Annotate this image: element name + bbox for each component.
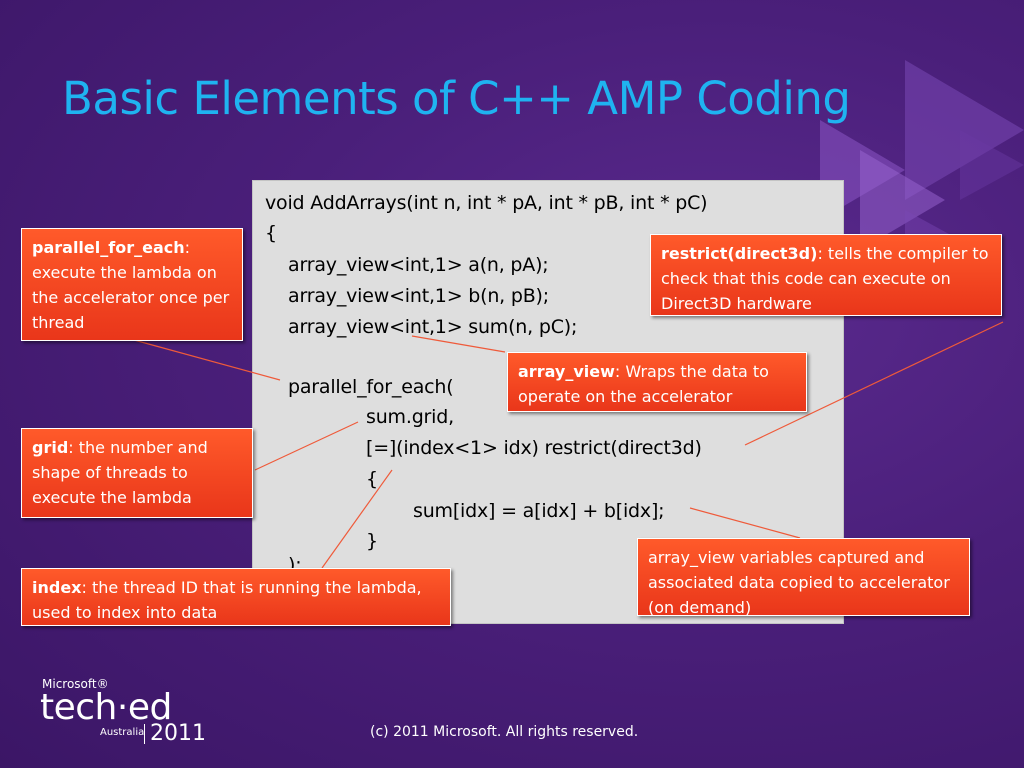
code-line: array_view<int,1> b(n, pB); bbox=[288, 285, 549, 307]
callout-text: array_view variables captured and associ… bbox=[648, 548, 950, 617]
code-line: array_view<int,1> sum(n, pC); bbox=[288, 316, 578, 338]
callout-text: : tells the compiler to check that this … bbox=[661, 244, 989, 313]
callout-term: index bbox=[32, 578, 82, 597]
code-line: } bbox=[366, 530, 378, 552]
logo-company: Microsoft® bbox=[42, 677, 109, 691]
copyright-footer: (c) 2011 Microsoft. All rights reserved. bbox=[370, 724, 639, 740]
callout-restrict-direct3d: restrict(direct3d): tells the compiler t… bbox=[650, 234, 1002, 316]
code-line: [=](index<1> idx) restrict(direct3d) bbox=[366, 437, 702, 459]
logo-event: tech·ed bbox=[40, 687, 172, 728]
callout-text: : execute the lambda on the accelerator … bbox=[32, 238, 230, 332]
callout-text: : the thread ID that is running the lamb… bbox=[32, 578, 422, 622]
slide-title: Basic Elements of C++ AMP Coding bbox=[62, 72, 851, 125]
code-line: { bbox=[265, 222, 277, 244]
callout-term: grid bbox=[32, 438, 69, 457]
callout-text: : Wraps the data to operate on the accel… bbox=[518, 362, 769, 406]
callout-term: array_view bbox=[518, 362, 615, 381]
code-line: sum.grid, bbox=[366, 406, 454, 428]
callout-parallel-for-each: parallel_for_each: execute the lambda on… bbox=[21, 228, 243, 341]
code-line: parallel_for_each( bbox=[288, 376, 454, 398]
callout-term: restrict(direct3d) bbox=[661, 244, 818, 263]
callout-grid: grid: the number and shape of threads to… bbox=[21, 428, 253, 518]
code-line: void AddArrays(int n, int * pA, int * pB… bbox=[265, 192, 708, 214]
callout-term: parallel_for_each bbox=[32, 238, 185, 257]
callout-array-view: array_view: Wraps the data to operate on… bbox=[507, 352, 807, 412]
callout-captured-variables: array_view variables captured and associ… bbox=[637, 538, 970, 617]
logo-divider bbox=[144, 724, 145, 744]
code-line: sum[idx] = a[idx] + b[idx]; bbox=[413, 500, 665, 522]
logo-year: 2011 bbox=[150, 721, 206, 746]
code-line: { bbox=[366, 468, 378, 490]
code-line: array_view<int,1> a(n, pA); bbox=[288, 254, 549, 276]
callout-text: : the number and shape of threads to exe… bbox=[32, 438, 208, 507]
callout-index: index: the thread ID that is running the… bbox=[21, 568, 451, 626]
logo-region: Australia bbox=[100, 727, 145, 738]
